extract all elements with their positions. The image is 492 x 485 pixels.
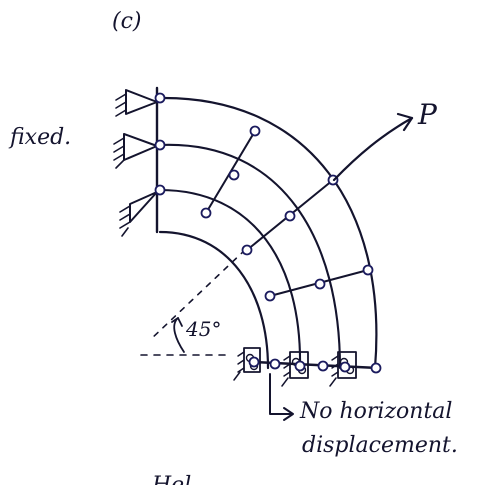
mesh-node [362,264,374,276]
angle-label: 45° [185,317,221,341]
mesh-node [248,356,260,368]
mesh-node [154,92,166,104]
mesh-radials [205,130,380,370]
angle-construction: 45° [137,249,246,356]
roller-support-3 [329,351,357,387]
load-label: P [417,98,438,131]
fixed-label: fixed. [8,125,71,150]
mesh-node [200,207,212,219]
mesh-node [228,169,240,181]
load-arrow: P [332,98,438,182]
mesh-node [264,290,276,302]
mesh-arc-third [158,188,302,370]
mesh-node [154,184,166,196]
roller-support-2 [281,351,309,387]
mesh-arc-inner [158,230,270,370]
cut-off-text: Hel [151,473,191,485]
mesh-nodes [154,92,382,374]
mesh-node [241,244,253,256]
mesh-node [317,360,329,372]
mesh-node [314,278,326,290]
fixed-support-symbol-middle [113,133,158,169]
mesh-node [370,362,382,374]
mesh-node [269,358,281,370]
mesh-arc-outer [158,96,378,370]
fixed-support [113,86,159,237]
bc-note-line-1: No horizontal [299,399,452,424]
bc-note: No horizontal displacement. [269,373,458,458]
bc-note-line-2: displacement. [302,433,458,458]
fixed-support-symbol-top [115,89,158,117]
mesh-node [154,139,166,151]
mesh-node [249,125,261,137]
part-label: (c) [112,9,142,34]
mesh-node [339,361,351,373]
mesh-node [294,360,306,372]
angle-arc [173,317,185,353]
mesh-arcs [158,96,378,370]
fixed-support-symbol-bottom [119,191,158,237]
mesh-node [284,210,296,222]
mesh-arc-second [158,143,342,370]
